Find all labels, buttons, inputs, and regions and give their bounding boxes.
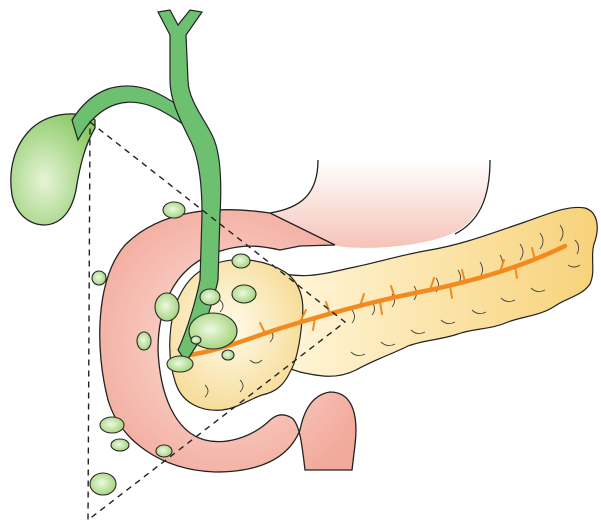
lymph-node <box>191 336 201 344</box>
lymph-node <box>100 417 124 433</box>
lymph-node <box>137 332 151 350</box>
lymph-node <box>90 473 116 495</box>
lymph-node <box>200 289 220 305</box>
lymph-node <box>232 285 256 303</box>
lymph-node <box>167 356 193 372</box>
lymph-node <box>156 445 172 457</box>
lymph-node <box>232 254 250 268</box>
lymph-node <box>155 293 179 321</box>
lymph-node <box>163 202 185 218</box>
lymph-node <box>92 271 106 285</box>
lymph-node <box>222 350 234 360</box>
lymph-node <box>111 439 129 451</box>
